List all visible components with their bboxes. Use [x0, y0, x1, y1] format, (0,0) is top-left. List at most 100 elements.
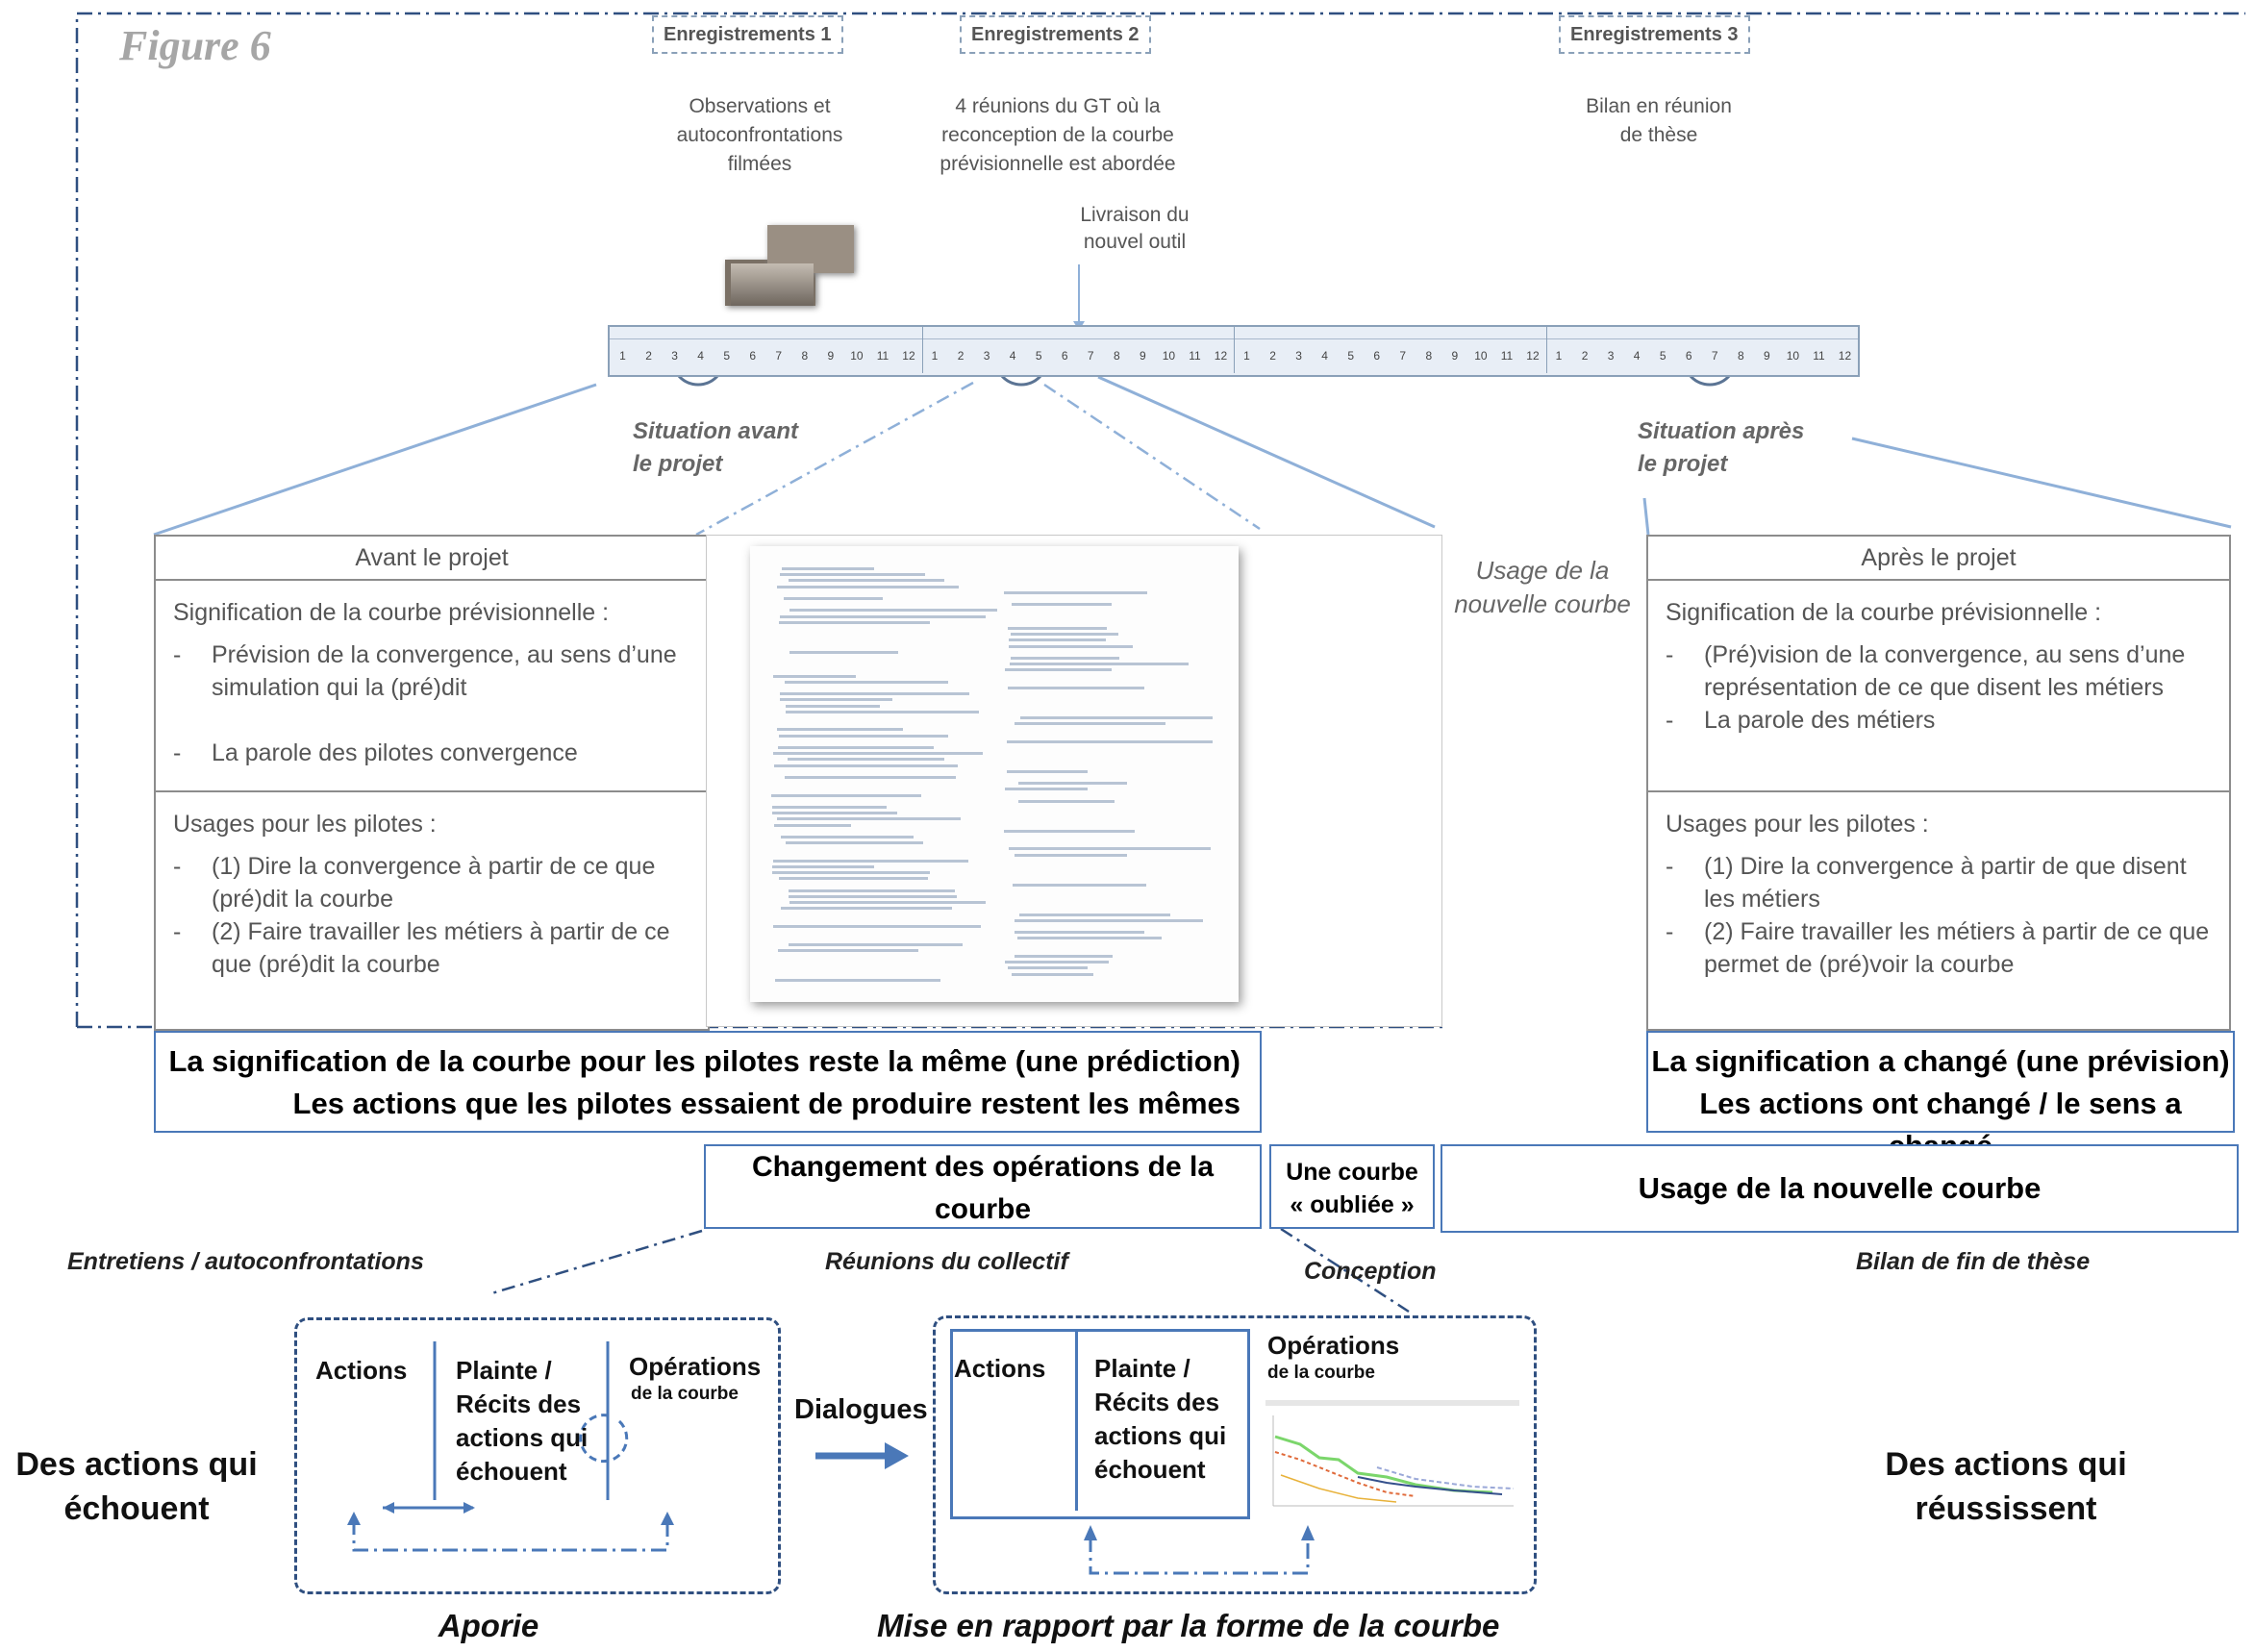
meaning-item: (Pré)vision de la convergence, au sens d… — [1666, 638, 2212, 704]
summary-right-box: La signification a changé (une prévision… — [1646, 1031, 2235, 1163]
document-text-line — [778, 948, 918, 952]
change-operations-box: Changement des opérations de la courbe — [704, 1144, 1262, 1229]
summary-line: Les actions que les pilotes essaient de … — [292, 1087, 1240, 1120]
document-text-line — [1007, 769, 1088, 773]
usage-item: (1) Dire la convergence à partir de ce q… — [173, 850, 690, 915]
recording-2-description: 4 réunions du GT où la reconception de l… — [904, 92, 1212, 179]
timeline-month: 9 — [1451, 349, 1459, 363]
timeline-month: 2 — [645, 349, 652, 363]
complaint-line: Plainte / — [456, 1356, 552, 1385]
document-text-line — [1009, 644, 1134, 648]
document-text-line — [1008, 847, 1211, 851]
timeline-month: 6 — [1061, 349, 1068, 363]
document-text-line — [779, 620, 931, 624]
summary-left-box: La signification de la courbe pour les p… — [154, 1031, 1262, 1133]
phase-design: Conception — [1304, 1258, 1437, 1285]
meaning-item: Prévision de la convergence, au sens d’u… — [173, 638, 690, 704]
delivery-note: Livraison du nouvel outil — [1048, 202, 1221, 256]
document-text-line — [772, 806, 888, 809]
document-text-line — [789, 609, 997, 613]
delivery-line: nouvel outil — [1083, 231, 1187, 253]
timeline-month: 10 — [1474, 349, 1488, 363]
document-text-line — [773, 763, 958, 767]
timeline-month: 1 — [619, 349, 626, 363]
aporia-operations-sub: de la courbe — [631, 1384, 739, 1404]
timeline-month: 12 — [1214, 349, 1228, 363]
document-text-line — [789, 901, 987, 905]
section-heading: Signification de la courbe prévisionnell… — [1666, 599, 2102, 626]
document-text-line — [789, 650, 898, 654]
relation-box — [933, 1315, 1537, 1594]
document-text-line — [789, 895, 958, 898]
aporia-actions-label: Actions — [315, 1356, 408, 1385]
complaint-line: échouent — [1094, 1455, 1206, 1484]
timeline-month: 7 — [775, 349, 783, 363]
document-text-line — [1010, 633, 1119, 637]
document-text-line — [1004, 668, 1113, 672]
document-text-line — [788, 758, 944, 762]
document-text-line — [1010, 663, 1190, 666]
timeline-month: 5 — [1659, 349, 1666, 363]
meaning-item: La parole des pilotes convergence — [173, 737, 690, 769]
document-text-line — [774, 978, 940, 982]
document-text-line — [772, 865, 875, 868]
timeline-month: 12 — [1838, 349, 1852, 363]
new-usage-box: Usage de la nouvelle courbe — [1441, 1144, 2239, 1233]
timeline-month: 7 — [1399, 349, 1407, 363]
relation-operations-label: Opérations — [1267, 1331, 1400, 1360]
document-text-line — [778, 746, 935, 749]
document-text-line — [1016, 937, 1162, 940]
timeline-month: 10 — [1162, 349, 1176, 363]
aporia-box — [294, 1317, 781, 1594]
timeline-month: 8 — [801, 349, 809, 363]
complaint-line: Récits des — [456, 1389, 582, 1418]
timeline-month: 11 — [876, 349, 889, 363]
timeline-month: 7 — [1087, 349, 1094, 363]
usage-item: (2) Faire travailler les métiers à parti… — [173, 915, 690, 981]
after-usage-section: Usages pour les pilotes : (1) Dire la co… — [1648, 792, 2229, 996]
outcome-line: échouent — [63, 1490, 210, 1527]
document-text-line — [779, 698, 892, 702]
relation-operations-sub: de la courbe — [1267, 1363, 1375, 1383]
document-text-line — [779, 573, 925, 577]
recording-1-label: Enregistrements 1 — [652, 15, 843, 54]
timeline-month: 5 — [1035, 349, 1042, 363]
timeline-month: 11 — [1813, 349, 1825, 363]
timeline-month: 1 — [931, 349, 939, 363]
before-meaning-section: Signification de la courbe prévisionnell… — [156, 581, 708, 792]
document-text-line — [784, 680, 949, 684]
desc-line: de thèse — [1619, 124, 1698, 146]
timeline-month: 3 — [983, 349, 990, 363]
timeline-month: 2 — [957, 349, 965, 363]
document-text-line — [788, 942, 963, 946]
timeline-month: 9 — [1140, 349, 1146, 363]
timeline-year-separator — [1545, 327, 1547, 373]
before-project-box: Avant le projet Signification de la cour… — [154, 535, 710, 1031]
document-text-line — [1015, 955, 1113, 958]
section-heading: Signification de la courbe prévisionnell… — [173, 599, 610, 626]
timeline-month: 1 — [1243, 349, 1250, 363]
document-text-line — [776, 817, 961, 821]
document-text-line — [1008, 687, 1144, 689]
complaint-line: Récits des — [1094, 1388, 1220, 1416]
timeline-month: 2 — [1269, 349, 1276, 363]
delivery-line: Livraison du — [1080, 204, 1190, 226]
box-line: Une courbe — [1286, 1159, 1418, 1186]
document-text-line — [785, 776, 956, 779]
relation-actions-label: Actions — [954, 1354, 1046, 1383]
aporia-operations-label: Opérations — [629, 1352, 762, 1381]
summary-line: La signification de la courbe pour les p… — [168, 1044, 1240, 1078]
document-text-line — [774, 823, 852, 827]
dialogue-label: Dialogues — [794, 1394, 928, 1425]
document-text-line — [785, 704, 881, 708]
document-text-line — [786, 841, 924, 845]
desc-line: 4 réunions du GT où la — [955, 95, 1161, 117]
box-line: « oubliée » — [1290, 1191, 1415, 1218]
timeline-month: 4 — [1009, 349, 1016, 363]
complaint-line: actions qui — [1094, 1421, 1227, 1450]
timeline-month: 6 — [1373, 349, 1381, 363]
document-text-line — [777, 728, 903, 732]
label-line: le projet — [1638, 451, 1728, 477]
